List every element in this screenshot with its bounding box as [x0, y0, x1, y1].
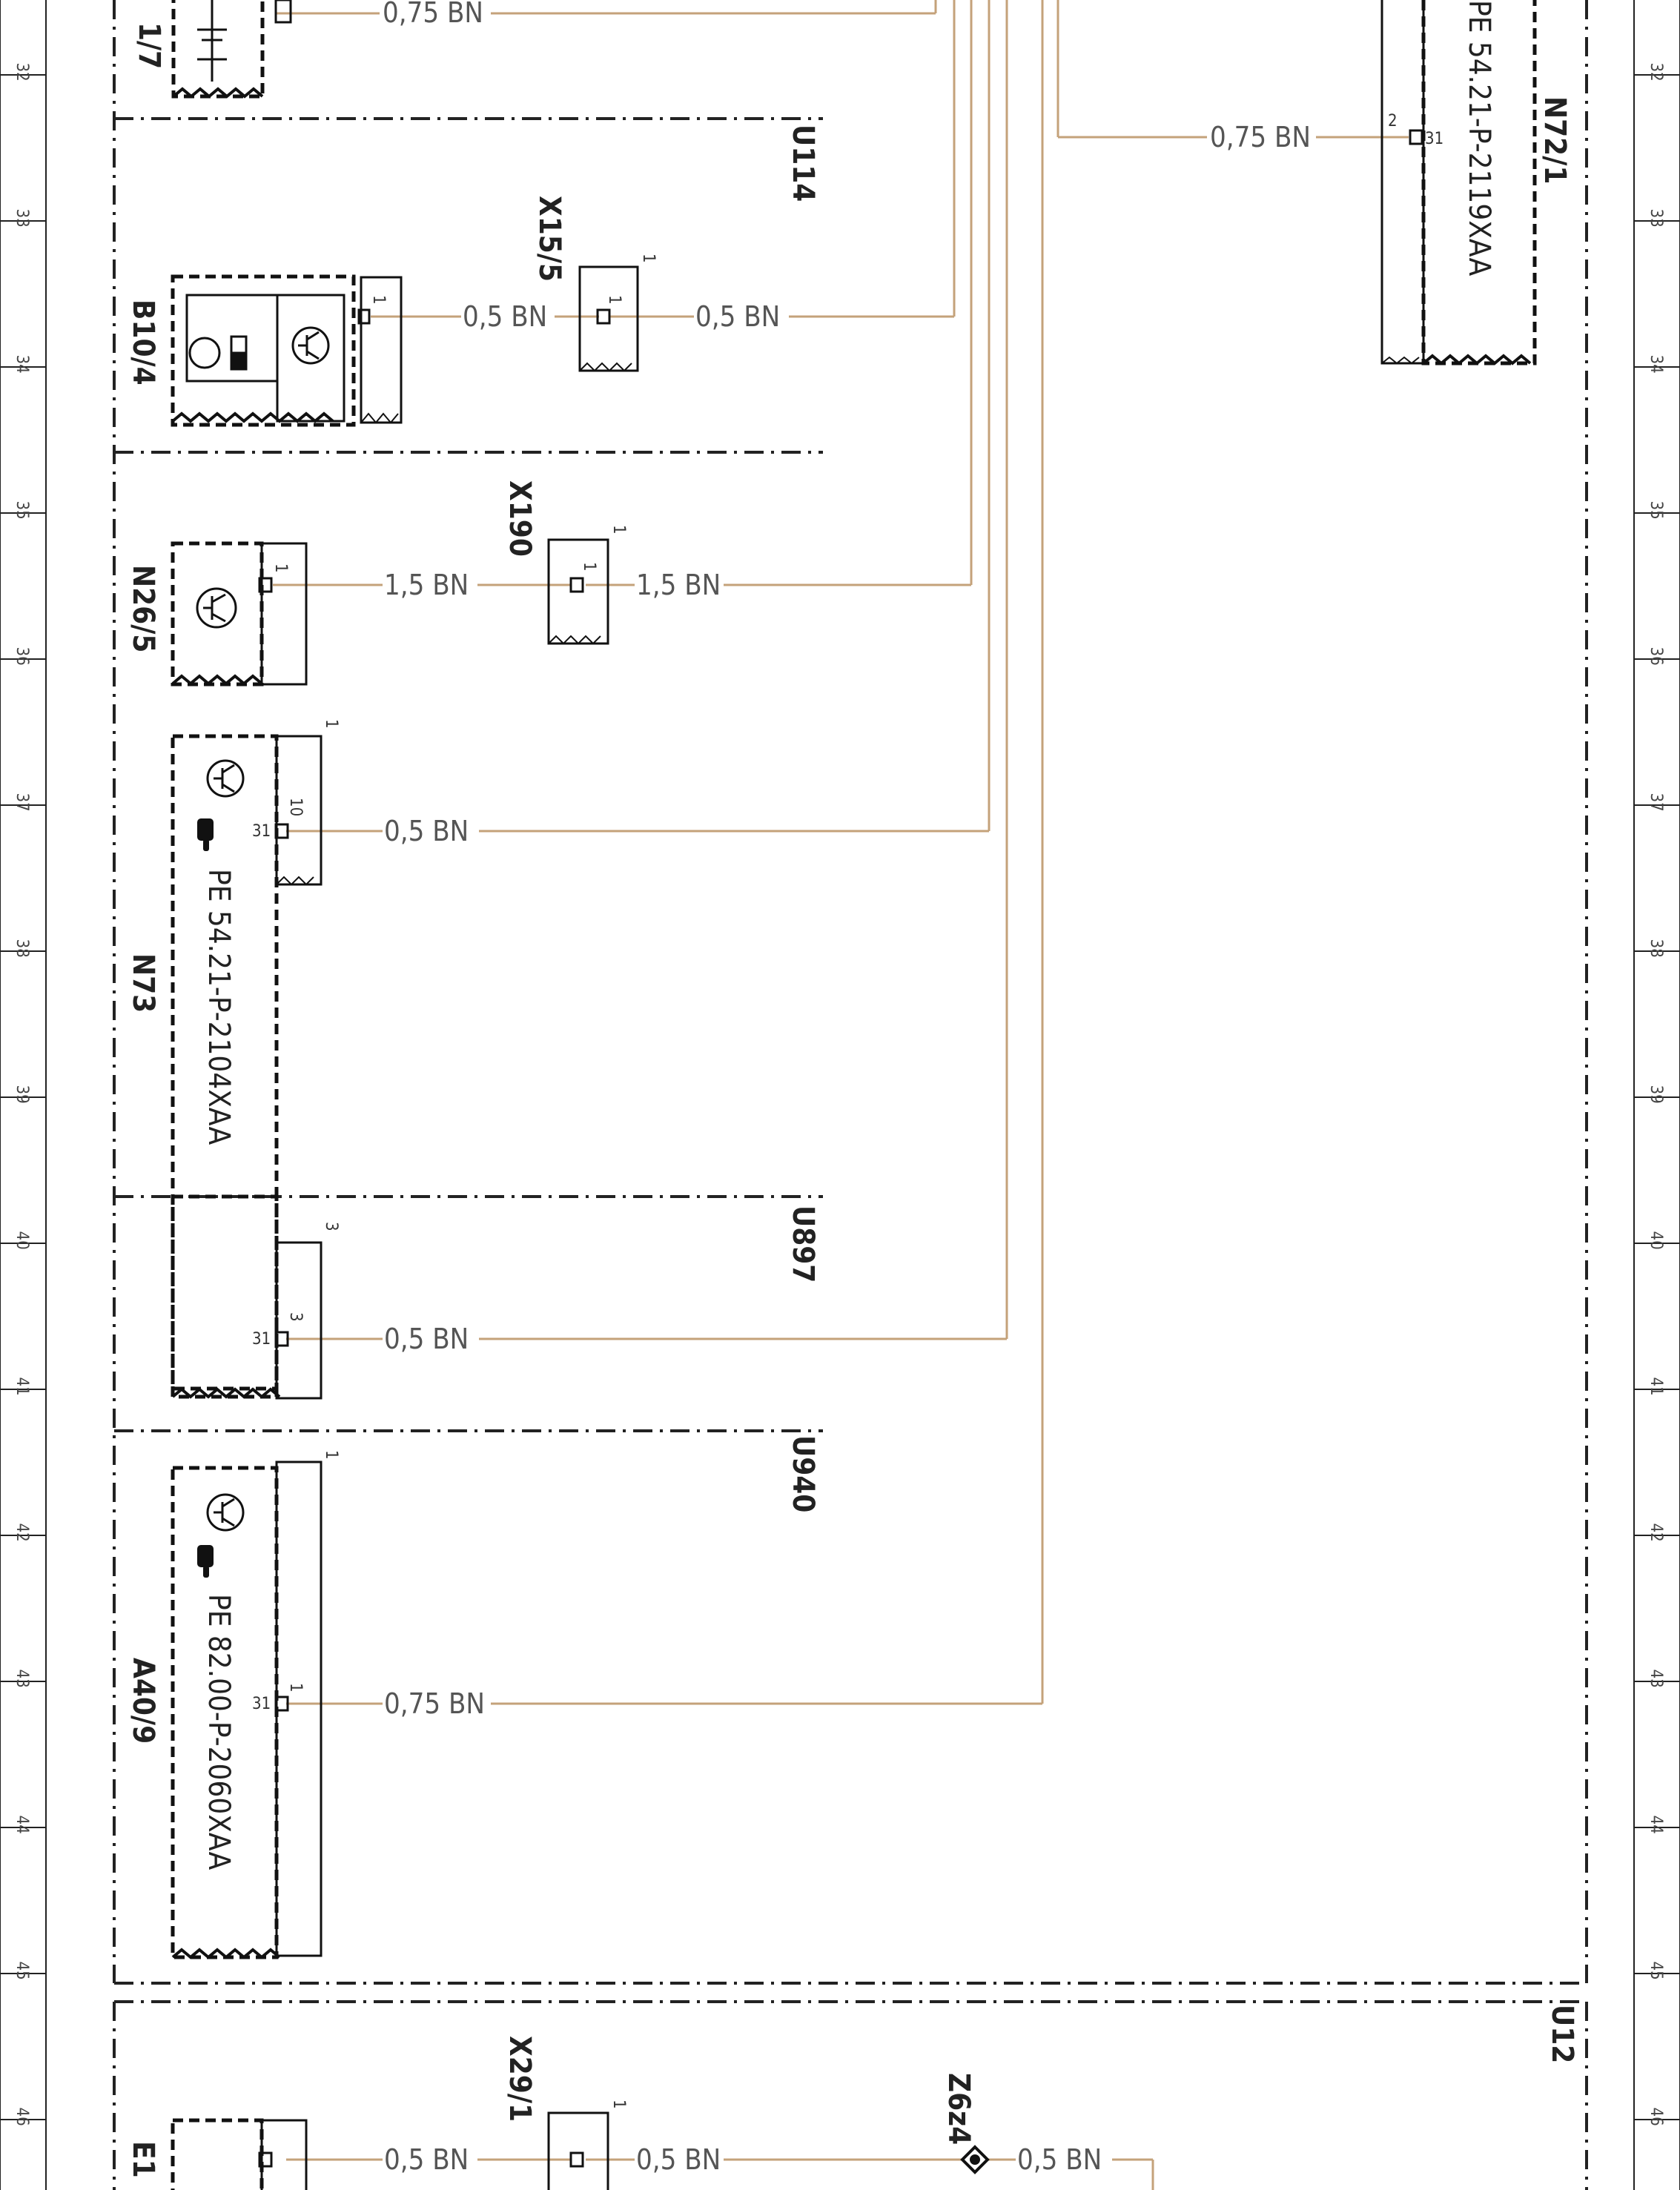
- z6z4-label: Z6z4: [942, 2073, 976, 2145]
- ruler-number: 40: [1647, 1231, 1665, 1250]
- ruler-number: 41: [1647, 1377, 1665, 1396]
- n72-1-label: N72/1: [1538, 96, 1572, 184]
- ruler-number: 45: [13, 1962, 31, 1980]
- ruler-number: 35: [13, 501, 31, 520]
- ruler-number: 41: [13, 1377, 31, 1396]
- ruler-number: 34: [1647, 355, 1665, 374]
- u940-label: U940: [786, 1435, 820, 1512]
- x15-5-pin: 1: [639, 254, 658, 263]
- a40-9-pin-ground: 31: [252, 1695, 271, 1713]
- n72-1-pin-ground: 31: [1425, 130, 1443, 148]
- left-ruler: [0, 0, 47, 2190]
- n73-pin-side: 10: [286, 798, 305, 816]
- x190-pin: 1: [609, 525, 628, 535]
- ruler-number: 42: [13, 1524, 31, 1542]
- ruler-number: 39: [13, 1085, 31, 1104]
- right-ruler: [1633, 0, 1680, 2190]
- wire-label: 1,5 BN: [384, 569, 469, 601]
- wire-label: 0,5 BN: [636, 2143, 721, 2176]
- n26-5-label: N26/5: [126, 565, 160, 652]
- ruler-number: 33: [13, 209, 31, 228]
- ruler-number: 35: [1647, 501, 1665, 520]
- n73-label: N73: [126, 953, 160, 1013]
- wire-label: 0,5 BN: [384, 2143, 469, 2176]
- wire-label: 0,5 BN: [384, 815, 469, 847]
- n73-pin-ground: 31: [252, 822, 271, 841]
- ruler-number: 46: [1647, 2108, 1665, 2126]
- wire-label: 0,5 BN: [695, 300, 780, 333]
- wire-label: 0,75 BN: [384, 1687, 485, 1720]
- ruler-number: 36: [1647, 647, 1665, 666]
- x190-pin-inner: 1: [580, 562, 598, 572]
- u897-pin-ground: 31: [252, 1330, 271, 1349]
- ruler-number: 42: [1647, 1524, 1665, 1542]
- ruler-number: 34: [13, 355, 31, 374]
- b10-4-pin: 1: [369, 295, 388, 305]
- ruler-number: 43: [1647, 1670, 1665, 1688]
- ruler-number: 40: [13, 1231, 31, 1250]
- a40-9-pin-top: 1: [322, 1450, 340, 1460]
- ruler-number: 38: [13, 939, 31, 958]
- u897-pin-side: 3: [286, 1312, 305, 1322]
- ruler-number: 36: [13, 647, 31, 666]
- a40-9-label: A40/9: [126, 1658, 160, 1744]
- a40-9-ref: PE 82.00-P-2060XAA: [202, 1594, 236, 1870]
- ruler-number: 39: [1647, 1085, 1665, 1104]
- ruler-number: 43: [13, 1670, 31, 1688]
- wire-label: 0,5 BN: [463, 300, 547, 333]
- component-labels: 1/7 U114 B10/4 X15/5 N26/5 X190 N73 PE 5…: [126, 0, 1579, 2178]
- component-outlines: [171, 0, 1537, 2190]
- pointer-hand-icon: [197, 1545, 214, 1578]
- e1-label: E1: [126, 2141, 160, 2178]
- ruler-number: 32: [1647, 63, 1665, 82]
- wire-label: 0,75 BN: [383, 0, 483, 29]
- wires: [273, 0, 1409, 2190]
- n72-1-pin-side: 2: [1388, 112, 1398, 130]
- u897-label: U897: [786, 1205, 820, 1283]
- ruler-number: 33: [1647, 209, 1665, 228]
- n72-1-ref: PE 54.21-P-2119XAA: [1462, 0, 1496, 277]
- u114-label: U114: [786, 125, 820, 202]
- pointer-hand-icons: [197, 818, 214, 1578]
- wire-label: 0,5 BN: [384, 1323, 469, 1355]
- ruler-number: 38: [1647, 939, 1665, 958]
- pointer-hand-icon: [197, 818, 214, 851]
- area-boundaries: [113, 0, 1588, 2190]
- ruler-number: 44: [13, 1816, 31, 1834]
- ruler-number: 46: [13, 2108, 31, 2126]
- x15-5-pin-inner: 1: [605, 295, 624, 305]
- n73-pin-top: 1: [322, 719, 340, 729]
- n73-ref: PE 54.21-P-2104XAA: [202, 869, 236, 1145]
- ruler-number: 37: [1647, 793, 1665, 812]
- ruler-number: 32: [13, 63, 31, 82]
- ruler-number: 44: [1647, 1816, 1665, 1834]
- u897-pin-top: 3: [322, 1222, 340, 1231]
- ruler-number: 45: [1647, 1962, 1665, 1980]
- ruler-number: 37: [13, 793, 31, 812]
- wire-labels: 0,75 BN 0,75 BN 0,5 BN 0,5 BN 1,5 BN 1,5…: [383, 0, 1311, 2176]
- wire-label: 0,5 BN: [1017, 2143, 1102, 2176]
- a40-9-pin-side: 1: [286, 1683, 305, 1693]
- x29-1-label: X29/1: [503, 2036, 537, 2122]
- wire-label: 0,75 BN: [1210, 121, 1311, 153]
- x29-1-pin: 1: [609, 2100, 628, 2109]
- x190-label: X190: [503, 480, 537, 557]
- b10-4-label: B10/4: [126, 300, 160, 386]
- u12-label: U12: [1545, 2005, 1579, 2063]
- n26-5-pin: 1: [271, 563, 290, 573]
- top-partial-label: 1/7: [132, 22, 166, 69]
- x15-5-label: X15/5: [532, 196, 566, 282]
- wire-label: 1,5 BN: [636, 569, 721, 601]
- pin-numbers: 1 1 1 1 1 1 1 10 31 3 3 31 1 1 31 2 31 1: [252, 112, 1443, 2109]
